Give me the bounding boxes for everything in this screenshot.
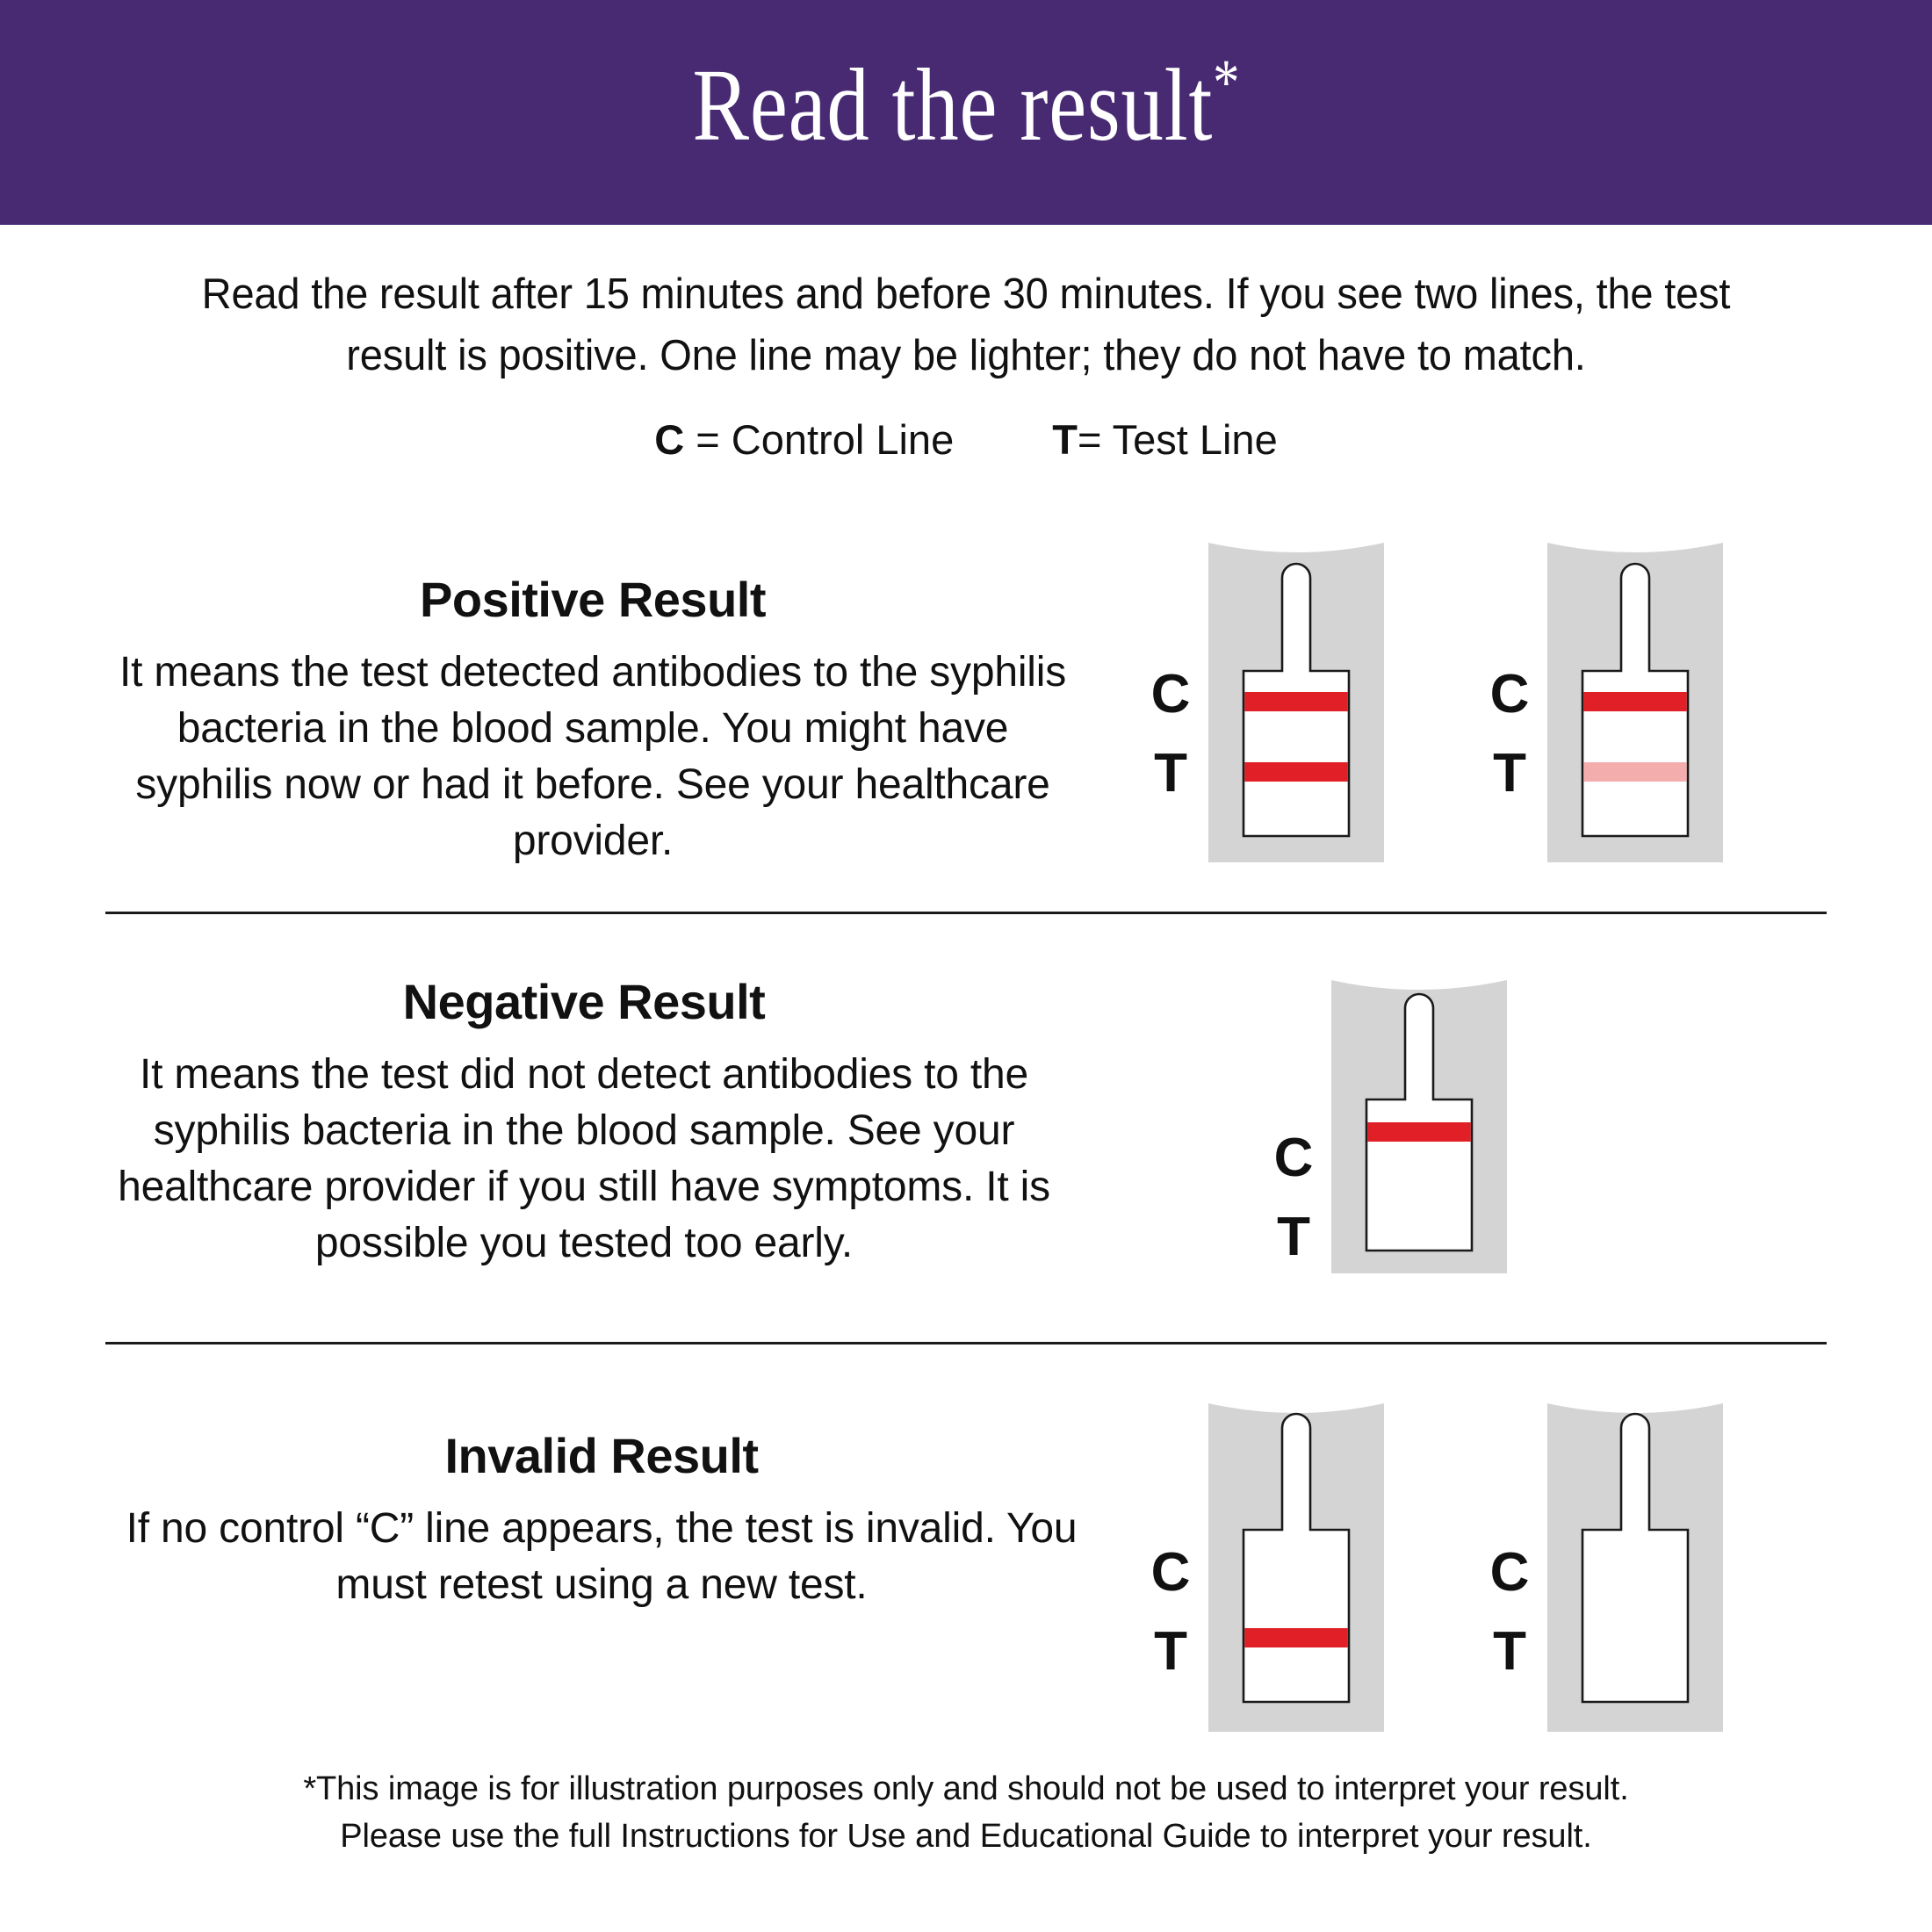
legend: C = Control Line T= Test Line	[0, 413, 1932, 467]
positive-device-group: C T C T	[1133, 537, 1723, 862]
invalid-title: Invalid Result	[444, 1428, 759, 1483]
section-divider-2	[105, 1342, 1827, 1344]
cassette-graphic	[1547, 1398, 1723, 1732]
control-label: C	[1489, 1542, 1530, 1603]
test-device: C T	[1133, 537, 1384, 862]
invalid-body: If no control “C” line appears, the test…	[126, 1505, 1078, 1608]
legend-test-label: = Test Line	[1077, 416, 1278, 463]
test-label: T	[1154, 1621, 1187, 1682]
legend-control: C = Control Line	[654, 413, 954, 467]
positive-body: It means the test detected antibodies to…	[119, 649, 1067, 864]
negative-title: Negative Result	[402, 974, 766, 1029]
cassette-graphic	[1208, 537, 1384, 862]
control-line-band	[1367, 1122, 1471, 1142]
positive-text-block: Positive Result It means the test detect…	[114, 571, 1071, 869]
cassette-svg	[1547, 543, 1723, 862]
page-title-text: Read the result	[692, 47, 1213, 162]
cassette-svg	[1331, 980, 1507, 1273]
cassette-graphic	[1547, 537, 1723, 862]
test-device: C T	[1133, 1398, 1384, 1732]
test-label: T	[1493, 1621, 1526, 1682]
cassette-graphic	[1208, 1398, 1384, 1732]
page-title: Read the result*	[692, 51, 1240, 171]
legend-test: T= Test Line	[1052, 413, 1278, 467]
test-strip	[1581, 1412, 1690, 1704]
control-label: C	[1150, 664, 1191, 724]
cassette-graphic	[1331, 975, 1507, 1273]
intro-paragraph: Read the result after 15 minutes and bef…	[201, 270, 1731, 379]
negative-body: It means the test did not detect antibod…	[118, 1051, 1050, 1266]
footnote-line-1: *This image is for illustration purposes…	[303, 1770, 1629, 1807]
page-title-asterisk: *	[1212, 47, 1240, 119]
cassette-svg	[1208, 543, 1384, 862]
control-line-band	[1244, 692, 1348, 711]
test-label: T	[1493, 743, 1526, 804]
test-line-band	[1244, 762, 1348, 782]
control-label: C	[1489, 664, 1530, 724]
control-label: C	[1150, 1542, 1191, 1603]
footnote: *This image is for illustration purposes…	[176, 1765, 1756, 1860]
legend-test-key: T	[1052, 416, 1078, 463]
test-device: C T	[1472, 537, 1723, 862]
control-line-band	[1583, 692, 1687, 711]
test-device: C T	[1256, 975, 1507, 1273]
cassette-svg	[1208, 1403, 1384, 1732]
footnote-line-2: Please use the full Instructions for Use…	[340, 1818, 1592, 1855]
test-line-band	[1244, 1628, 1348, 1647]
test-label: T	[1154, 743, 1187, 804]
test-label: T	[1277, 1207, 1310, 1267]
negative-text-block: Negative Result It means the test did no…	[105, 973, 1063, 1272]
control-label: C	[1273, 1128, 1314, 1188]
legend-control-label: = Control Line	[684, 416, 955, 463]
invalid-device-group: C T C T	[1133, 1398, 1723, 1732]
test-line-band-faint	[1583, 762, 1687, 782]
positive-title: Positive Result	[420, 572, 766, 627]
legend-control-key: C	[654, 416, 685, 463]
test-device: C T	[1472, 1398, 1723, 1732]
invalid-text-block: Invalid Result If no control “C” line ap…	[123, 1427, 1080, 1613]
section-divider-1	[105, 912, 1827, 914]
header-banner: Read the result*	[0, 0, 1932, 225]
negative-device-group: C T	[1256, 975, 1507, 1273]
cassette-svg	[1547, 1403, 1723, 1732]
